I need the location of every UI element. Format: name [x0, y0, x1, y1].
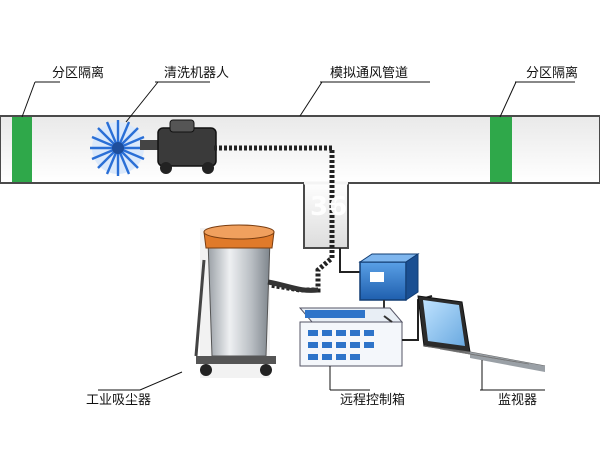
- junction-box: [358, 253, 420, 316]
- leader-lines: [21, 81, 575, 391]
- label-partition-left: 分区隔离: [52, 66, 105, 81]
- label-partition-right: 分区隔离: [526, 66, 579, 81]
- label-industrial-vacuum: 工业吸尘器: [86, 393, 152, 408]
- robot-cable: [214, 145, 335, 293]
- industrial-vacuum: [194, 224, 319, 378]
- partition-right: [490, 117, 512, 182]
- watermark-text: 36: [310, 192, 349, 222]
- cleaning-robot: [90, 119, 217, 176]
- monitor-laptop: [417, 295, 546, 372]
- label-cleaning-robot: 清洗机器人: [164, 66, 230, 81]
- partition-left: [12, 117, 32, 182]
- remote-control-box: [298, 307, 404, 367]
- label-ventilation-duct: 模拟通风管道: [330, 66, 409, 81]
- label-monitor: 监视器: [498, 393, 538, 408]
- label-remote-control-box: 远程控制箱: [340, 393, 406, 408]
